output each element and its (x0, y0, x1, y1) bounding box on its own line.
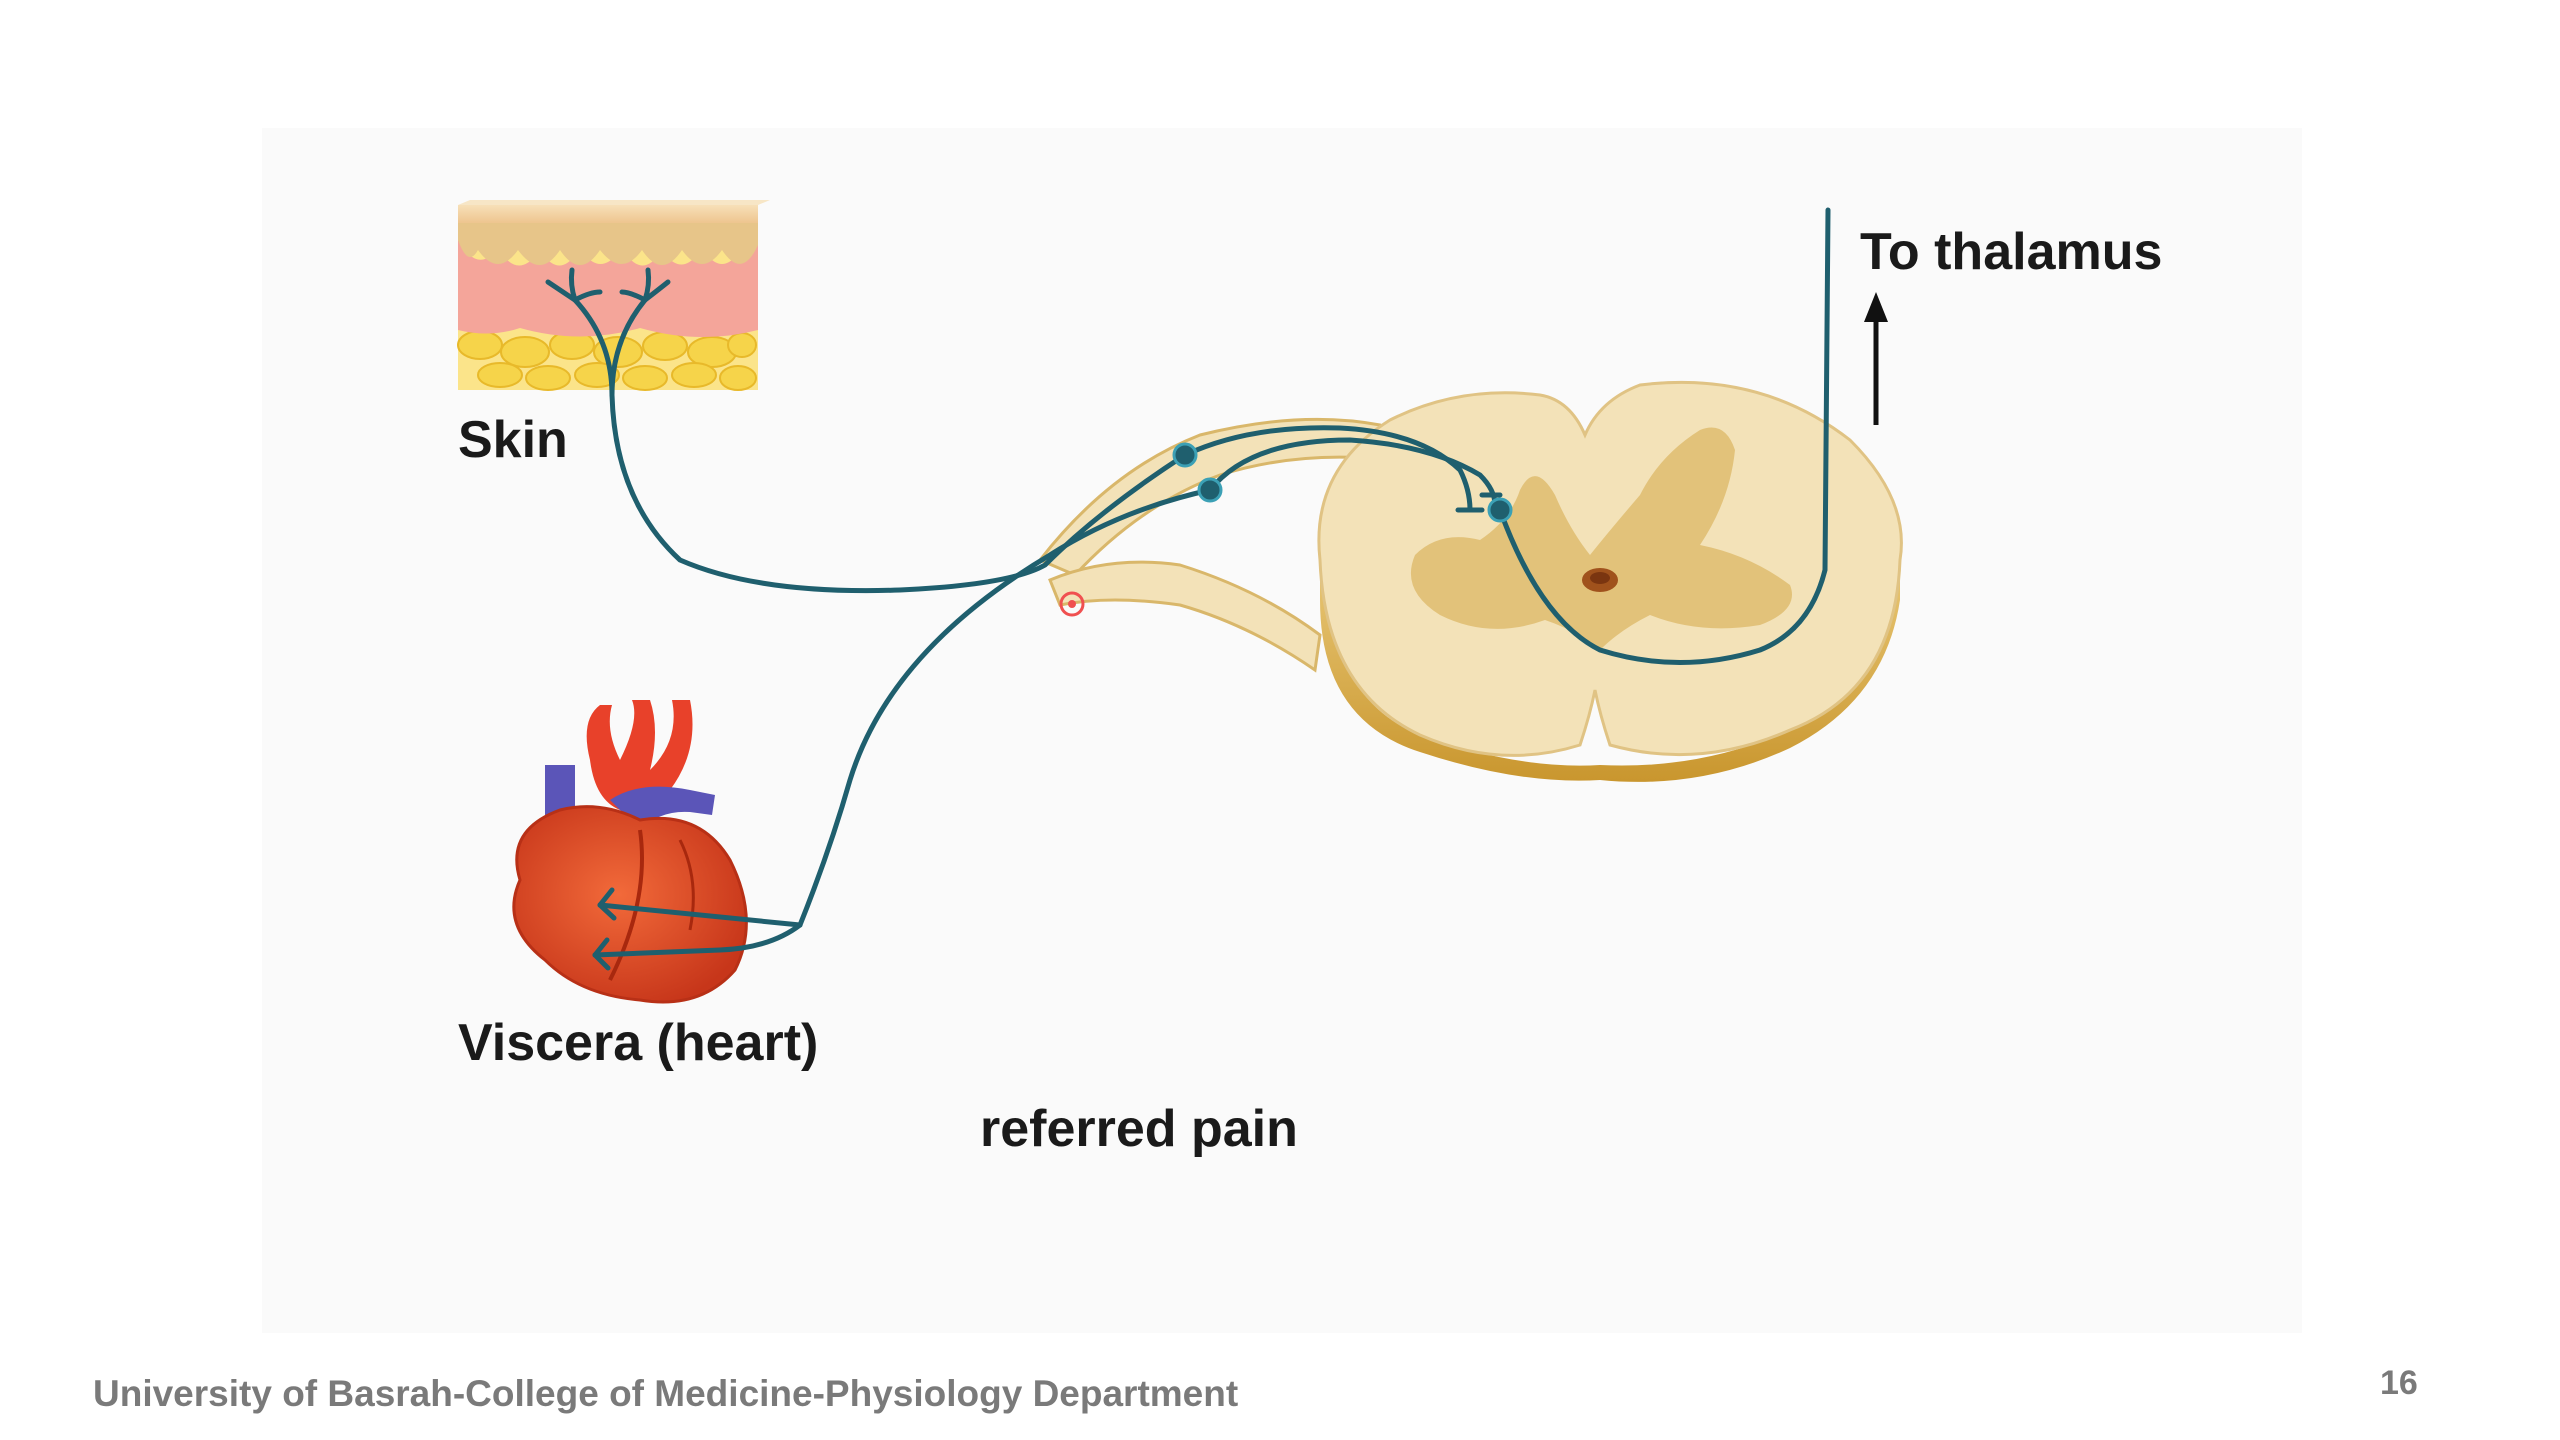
viscera-label: Viscera (heart) (458, 1014, 819, 1072)
up-arrow-icon (1864, 292, 1888, 425)
skin-label: Skin (458, 411, 568, 469)
skin-dermis (458, 240, 758, 338)
skin-illustration (457, 200, 770, 391)
gray-matter (1410, 427, 1792, 650)
pointer-marker-icon (1059, 591, 1085, 617)
heart-body (512, 805, 748, 1004)
ventral-root (1048, 560, 1322, 673)
visceral-ganglion-cell (1197, 477, 1223, 503)
heart-nerve-endings (592, 887, 803, 971)
skin-afferent-nerve (609, 392, 1188, 594)
aorta (586, 700, 693, 810)
skin-nerve-endings (545, 267, 671, 398)
referred-pain-caption: referred pain (980, 1100, 1298, 1158)
skin-ganglion-cell (1172, 442, 1198, 468)
spinal-cord-illustration (1037, 380, 1903, 782)
nerve-pathways (609, 207, 1831, 928)
ascending-tract (1497, 207, 1831, 665)
neuron-cell-bodies (1172, 442, 1513, 523)
visceral-afferent-nerve (797, 487, 1213, 928)
skin-epidermis (458, 215, 758, 265)
footer-institution: University of Basrah-College of Medicine… (93, 1373, 1239, 1414)
skin-fat-layer (457, 330, 757, 391)
second-order-neuron (1487, 497, 1513, 523)
thalamus-label: To thalamus (1860, 223, 2163, 281)
page-number: 16 (2380, 1364, 2418, 1402)
skin-central-process (1182, 425, 1473, 513)
visceral-central-process (1207, 437, 1498, 508)
heart-illustration (512, 700, 748, 1004)
